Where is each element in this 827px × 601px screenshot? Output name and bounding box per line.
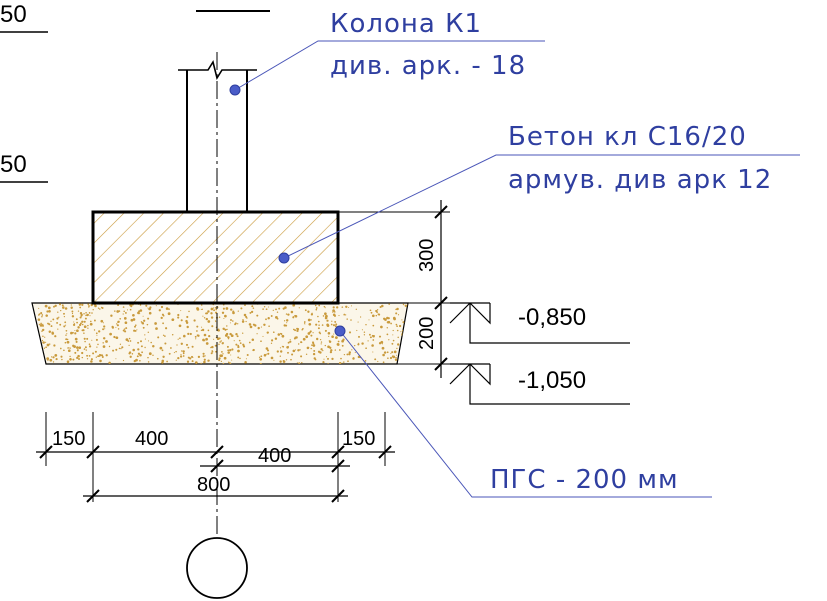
dim-right-offset: 150 <box>342 428 375 450</box>
annotation-concrete-line2: армув. див арк 12 <box>508 165 772 195</box>
concrete-footing <box>91 210 340 305</box>
elevation-bottom-text: -1,050 <box>518 367 586 394</box>
leader-dot-icon <box>278 252 290 264</box>
annotation-column-line1: Колона К1 <box>330 9 482 39</box>
dim-total: 800 <box>197 474 230 496</box>
elevation-mark-top: -0,850 <box>449 302 630 344</box>
edge-label-mid-text: 50 <box>0 151 27 178</box>
axis-marker-icon <box>186 537 248 599</box>
edge-label-mid: 50 <box>0 151 48 183</box>
dim-right-half: 400 <box>258 445 291 467</box>
dim-left-offset: 150 <box>52 428 85 450</box>
dim-left-half: 400 <box>135 428 168 450</box>
dim-footing-height: 300 <box>416 239 438 272</box>
annotation-concrete-line1: Бетон кл С16/20 <box>508 122 747 152</box>
leader-dot-icon <box>229 84 241 96</box>
column <box>178 59 257 212</box>
elevation-mark-icon <box>449 363 630 405</box>
annotation-sand-line1: ПГС - 200 мм <box>490 465 679 495</box>
annotation-concrete: Бетон кл С16/20 армув. див арк 12 <box>278 122 800 264</box>
edge-label-top: 50 <box>0 1 48 33</box>
vertical-dimension-chain: 300 200 <box>338 200 450 378</box>
annotation-column: Колона К1 див. арк. - 18 <box>229 9 545 96</box>
annotation-sand: ПГС - 200 мм <box>334 325 712 498</box>
horizontal-dimension-chain: 150 400 400 150 800 <box>36 412 395 503</box>
edge-label-top-text: 50 <box>0 1 27 28</box>
dim-sand-height: 200 <box>416 317 438 350</box>
sand-bedding <box>31 302 409 365</box>
elevation-mark-bottom: -1,050 <box>449 363 630 405</box>
annotation-column-line2: див. арк. - 18 <box>330 51 526 81</box>
elevation-mark-icon <box>449 302 630 344</box>
break-line-icon <box>178 59 257 81</box>
elevation-top-text: -0,850 <box>518 304 586 331</box>
leader-dot-icon <box>334 325 346 337</box>
